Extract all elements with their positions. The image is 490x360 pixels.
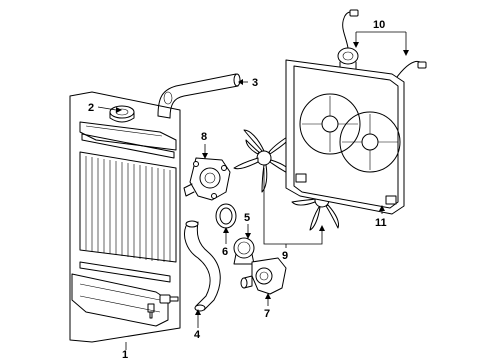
callout-numbers: 1 2 3 4 5 6 7 8 9 10 11	[88, 19, 387, 360]
thermostat	[233, 237, 255, 265]
water-inlet-housing	[240, 257, 287, 295]
radiator-drain-plug	[159, 294, 179, 304]
radiator-upper-seal	[81, 133, 175, 159]
callout-1: 1	[122, 349, 128, 360]
callout-6: 6	[222, 246, 228, 258]
fan-motor-upper	[337, 9, 359, 73]
radiator-core	[79, 151, 177, 263]
callout-4: 4	[194, 329, 201, 341]
thermostat-gasket	[215, 203, 237, 229]
radiator-cap	[109, 105, 135, 123]
drain-cock	[147, 303, 155, 319]
callout-11: 11	[375, 217, 387, 229]
callout-9: 9	[282, 250, 288, 262]
water-pump	[183, 157, 231, 201]
upper-radiator-hose	[157, 73, 241, 119]
callout-5: 5	[244, 212, 250, 224]
callout-3: 3	[252, 77, 258, 89]
leader-lines	[97, 31, 409, 350]
callout-8: 8	[201, 131, 207, 143]
radiator-lower-seal	[79, 261, 171, 283]
radiator-assembly	[69, 91, 181, 343]
lower-radiator-hose	[184, 220, 221, 312]
radiator-lower-tank	[71, 273, 169, 327]
callout-2: 2	[88, 102, 94, 114]
radiator-bracket-frame	[69, 91, 181, 343]
radiator-upper-tank	[79, 121, 177, 151]
radiator-core-fins	[85, 156, 171, 262]
callout-7: 7	[264, 308, 270, 320]
callout-10: 10	[373, 19, 385, 31]
fan-shroud	[285, 59, 405, 215]
